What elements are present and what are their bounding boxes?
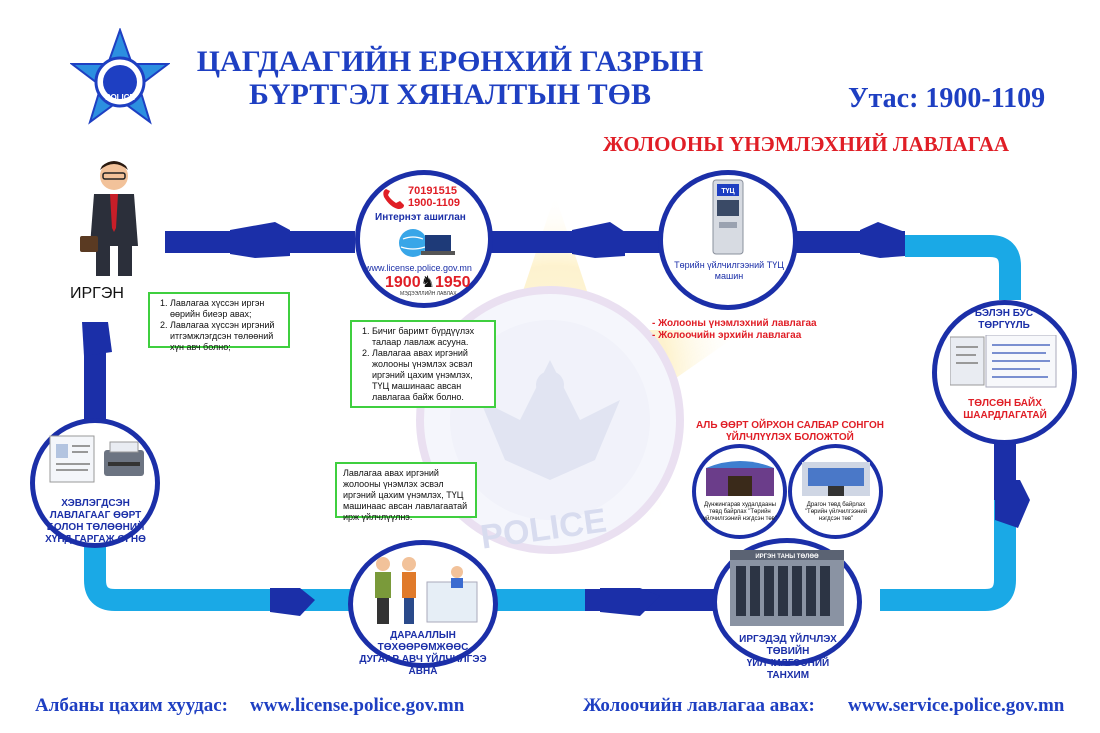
police-logo-icon: POLICE [70, 28, 170, 125]
queue-people-icon [375, 557, 478, 624]
branches-title: АЛЬ ӨӨРТ ОЙРХОН САЛБАР СОНГОН ҮЙЛЧЛҮҮЛЭХ… [695, 420, 885, 443]
branch-1-building-icon [706, 461, 774, 496]
hand-pointer-icon [995, 480, 1030, 528]
page-subtitle: ЖОЛООНЫ ҮНЭМЛЭХНИЙ ЛАВЛАГАА [603, 132, 1010, 156]
kiosk-service-item: - Жолоочийн эрхийн лавлагаа [652, 330, 802, 341]
hand-pointer-icon [82, 322, 112, 356]
hotline-subtext: МЭДЭЭЛЛИЙН ЛАВЛАХ [400, 291, 457, 297]
kiosk-services: - Жолооны үнэмлэхний лавлагаа - Жолоочий… [652, 318, 817, 342]
hotline-part-2: 1950 [434, 274, 471, 291]
receipt-document-icon [950, 335, 1057, 388]
laptop-globe-icon [399, 229, 455, 257]
hand-pointer-icon [270, 588, 315, 616]
branch-2-caption: Драгон төвд байрлах "Төрийн үйлчилгээний… [804, 502, 868, 522]
page-title: ЦАГДААГИЙН ЕРӨНХИЙ ГАЗРЫН БҮРТГЭЛ ХЯНАЛТ… [190, 45, 710, 111]
printer-caption: ХЭВЛЭГДСЭН ЛАВЛАГААГ ӨӨРТ БОЛОН ТӨЛӨӨНИЙ… [45, 498, 146, 545]
hand-pointer-icon [572, 222, 625, 258]
internet-label: Интернэт ашиглан [375, 212, 466, 223]
hand-pointer-icon [230, 222, 290, 258]
internet-note: Бичиг баримт бүрдүүлэх талаар лавлаж асу… [350, 320, 496, 408]
queue-note: Лавлагаа авах иргэний жолооны үнэмлэх эс… [335, 462, 477, 522]
footer-right-url[interactable]: www.service.police.gov.mn [848, 695, 1065, 716]
cashless-caption: ТӨЛСӨН БАЙХ ШААРДЛАГАТАЙ [963, 398, 1047, 421]
hotline-part-1: 1900 [385, 274, 421, 291]
queue-caption: ДАРААЛЛЫН ТӨХӨӨРӨМЖӨӨС ДУГААР АВЧ ҮЙЛЧИЛ… [359, 630, 487, 677]
footer-left-label: Албаны цахим хуудас: [35, 695, 228, 716]
citizen-figure-icon [80, 161, 138, 276]
citizen-note: Лавлагаа хүссэн иргэн өөрийн биеэр авах;… [148, 292, 290, 352]
citizen-note-item: Лавлагаа хүссэн иргэний итгэмжлэгдсэн тө… [170, 320, 282, 353]
footer-right-label: Жолоочийн лавлагаа авах: [583, 695, 815, 716]
hall-building-icon: ИРГЭН ТАНЫ ТӨЛӨӨ [730, 550, 844, 626]
kiosk-service-item: - Жолооны үнэмлэхний лавлагаа [652, 318, 817, 329]
svg-text:ТҮЦ: ТҮЦ [721, 188, 735, 195]
phone-number: Утас: 1900-1109 [848, 83, 1046, 114]
citizen-label: ИРГЭН [70, 285, 124, 302]
hotline-number: 1900♞1950 [385, 274, 471, 291]
kiosk-machine-icon: ТҮЦ [712, 179, 744, 255]
branch-1-caption: Дүнжингарав худалдааны төвд байрлах "Төр… [702, 502, 777, 522]
internet-url: www.license.police.gov.mn [365, 263, 472, 273]
branch-2-building-icon [802, 462, 870, 496]
citizen-note-item: Лавлагаа хүссэн иргэн өөрийн биеэр авах; [170, 298, 282, 320]
hall-caption: ИРГЭДЭД ҮЙЛЧЛЭХ ТӨВИЙН ҮЙЛЧИЛГЭЭНИЙ ТАНХ… [739, 634, 837, 681]
kiosk-caption: Төрийн үйлчилгээний ТҮЦ машин [674, 260, 784, 281]
phone-icon [383, 189, 404, 209]
hand-pointer-icon [600, 588, 660, 616]
title-line-2: БҮРТГЭЛ ХЯНАЛТЫН ТӨВ [249, 78, 651, 111]
svg-text:POLICE: POLICE [105, 93, 135, 102]
internet-phone-2: 1900-1109 [408, 197, 460, 209]
printer-icon [49, 435, 144, 483]
internet-note-item: Лавлагаа авах иргэний жолооны үнэмлэх эс… [372, 348, 488, 403]
internet-note-item: Бичиг баримт бүрдүүлэх талаар лавлаж асу… [372, 326, 488, 348]
cashless-title: БЭЛЭН БУС ТӨРГҮҮЛЬ [974, 308, 1034, 331]
svg-text:ИРГЭН ТАНЫ ТӨЛӨӨ: ИРГЭН ТАНЫ ТӨЛӨӨ [755, 554, 819, 560]
title-line-1: ЦАГДААГИЙН ЕРӨНХИЙ ГАЗРЫН [196, 45, 704, 78]
internet-phone-1: 70191515 [408, 185, 457, 197]
footer-left-url[interactable]: www.license.police.gov.mn [250, 695, 465, 716]
hand-pointer-icon [860, 222, 905, 258]
